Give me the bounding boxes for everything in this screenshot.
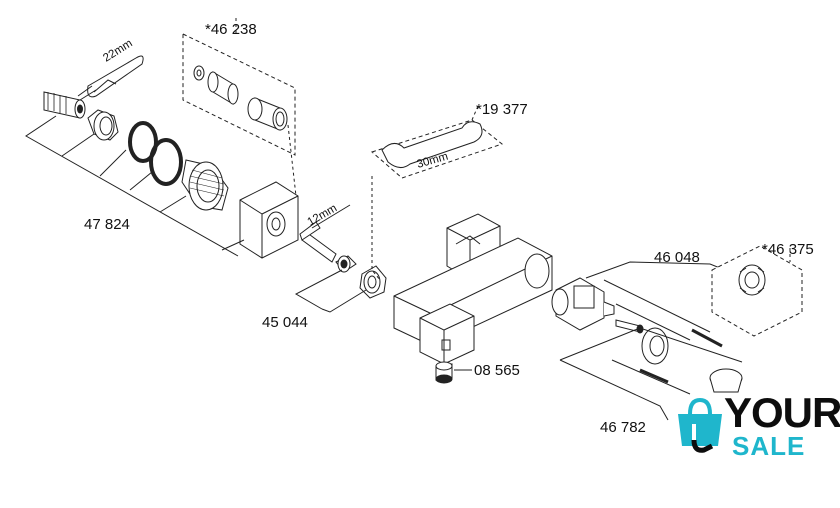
label-46048: 46 048 xyxy=(654,249,700,266)
kit-46238-parts xyxy=(193,65,288,131)
label-45044: 45 044 xyxy=(262,314,308,331)
cartridge xyxy=(551,277,615,331)
leader-45044 xyxy=(294,269,367,313)
label-46782: 46 782 xyxy=(600,419,646,436)
mixer-body xyxy=(393,213,553,365)
hex-key-12mm xyxy=(299,204,351,263)
wrench-22mm xyxy=(77,55,144,101)
label-wrench-22mm: 22mm xyxy=(101,37,134,64)
logo-word-your: YOUR xyxy=(724,389,840,436)
label-08565: 08 565 xyxy=(474,362,520,379)
label-hexkey-12mm: 12mm xyxy=(306,202,340,228)
o-ring-large xyxy=(149,138,183,186)
kit-46238-box xyxy=(182,18,298,206)
kit-46375-box xyxy=(711,245,803,337)
o-ring-small xyxy=(128,121,158,163)
escutcheon-ring xyxy=(641,327,669,365)
nipple-45044 xyxy=(335,255,357,273)
aerator-08565 xyxy=(435,361,453,384)
leader-47824 xyxy=(25,115,245,257)
leader-46782 xyxy=(559,327,743,421)
shopping-bag-icon xyxy=(678,397,722,453)
logo-word-sale: SALE xyxy=(732,431,806,461)
label-46375: *46 375 xyxy=(762,241,814,258)
your-sale-logo: YOUR SALE xyxy=(666,390,840,470)
wrench-30mm-box xyxy=(371,105,504,281)
screw-long xyxy=(639,328,723,384)
label-19377: *19 377 xyxy=(476,101,528,118)
nut-hex xyxy=(87,109,119,141)
spindle-fitting xyxy=(43,91,86,119)
threaded-ring xyxy=(181,159,229,211)
square-escutcheon xyxy=(239,181,299,259)
label-46238: *46 238 xyxy=(205,21,257,38)
label-47824: 47 824 xyxy=(84,216,130,233)
screw-set xyxy=(615,319,644,334)
cap-nut-45044 xyxy=(359,265,387,299)
handle-cap xyxy=(709,368,743,393)
